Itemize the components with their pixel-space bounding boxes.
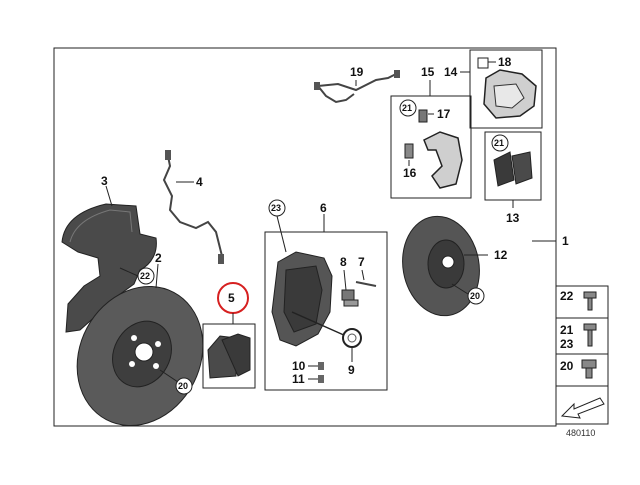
label-part-19[interactable]: 19: [350, 65, 364, 79]
bolt-icon-21: [583, 323, 597, 347]
sensor-icon-19[interactable]: [314, 70, 400, 104]
svg-text:21: 21: [402, 103, 412, 113]
svg-text:20: 20: [178, 381, 188, 391]
seal-ring-icon[interactable]: [342, 328, 362, 348]
diagram-id: 480110: [566, 428, 595, 438]
carrier-bolt-icon[interactable]: [418, 109, 428, 123]
label-part-12[interactable]: 12: [494, 248, 508, 262]
bleed-screw-icon[interactable]: [318, 362, 324, 383]
label-part-2[interactable]: 2: [155, 251, 162, 265]
circled-ref-22[interactable]: [137, 267, 155, 285]
diagram-frame: [53, 47, 557, 427]
label-part-16[interactable]: 16: [403, 166, 417, 180]
legend-box-21-23[interactable]: 21 23: [555, 317, 609, 355]
circled-ref-20-right[interactable]: [467, 287, 485, 305]
bolt-icon-20: [581, 359, 597, 379]
circled-ref-20-left[interactable]: [175, 377, 193, 395]
svg-text:21: 21: [560, 323, 574, 337]
bolt-icon-22: [583, 291, 597, 311]
circled-ref-21-pads[interactable]: [491, 134, 509, 152]
pads-box: [202, 323, 256, 389]
guide-pin-icon[interactable]: [404, 143, 414, 159]
cap-icon[interactable]: [477, 57, 489, 69]
svg-text:23: 23: [271, 203, 281, 213]
label-part-1[interactable]: 1: [562, 234, 569, 248]
arrow-icon: [560, 397, 605, 419]
rear-caliper-box: [469, 49, 543, 129]
caliper-box: [264, 231, 388, 391]
label-part-7[interactable]: 7: [358, 255, 365, 269]
svg-text:22: 22: [140, 271, 150, 281]
label-part-9[interactable]: 9: [348, 363, 355, 377]
label-part-15[interactable]: 15: [421, 65, 435, 79]
label-part-18[interactable]: 18: [498, 55, 512, 69]
label-part-10[interactable]: 10: [292, 359, 306, 373]
label-part-4[interactable]: 4: [196, 175, 203, 189]
caliper-icon[interactable]: [271, 251, 347, 347]
svg-text:22: 22: [560, 289, 574, 303]
rear-brake-pad-icon[interactable]: [493, 151, 533, 187]
brake-pad-icon[interactable]: [207, 333, 251, 379]
legend-box-20[interactable]: 20: [555, 353, 609, 387]
disc-icon-right[interactable]: [395, 210, 487, 322]
circled-ref-21-carrier[interactable]: [399, 99, 417, 117]
label-part-5[interactable]: 5: [228, 291, 235, 305]
legend-box-22[interactable]: 22: [555, 285, 609, 319]
label-part-3[interactable]: 3: [101, 174, 108, 188]
label-part-11[interactable]: 11: [292, 372, 305, 386]
label-part-8[interactable]: 8: [340, 255, 347, 269]
svg-text:21: 21: [494, 138, 504, 148]
legend-arrow-box[interactable]: [555, 385, 609, 425]
svg-text:20: 20: [560, 359, 574, 373]
brake-shield-icon[interactable]: [61, 203, 157, 333]
label-part-14[interactable]: 14: [444, 65, 458, 79]
rear-caliper-icon[interactable]: [483, 69, 537, 119]
bolt-icon[interactable]: [341, 281, 377, 307]
sensor-icon[interactable]: [162, 150, 224, 264]
label-part-17[interactable]: 17: [437, 107, 451, 121]
label-part-13[interactable]: 13: [506, 211, 520, 225]
carrier-box: [390, 95, 472, 199]
caliper-carrier-icon[interactable]: [423, 131, 463, 189]
label-part-6[interactable]: 6: [320, 201, 327, 215]
svg-text:23: 23: [560, 337, 574, 351]
disc-icon[interactable]: [53, 264, 227, 447]
svg-text:20: 20: [470, 291, 480, 301]
